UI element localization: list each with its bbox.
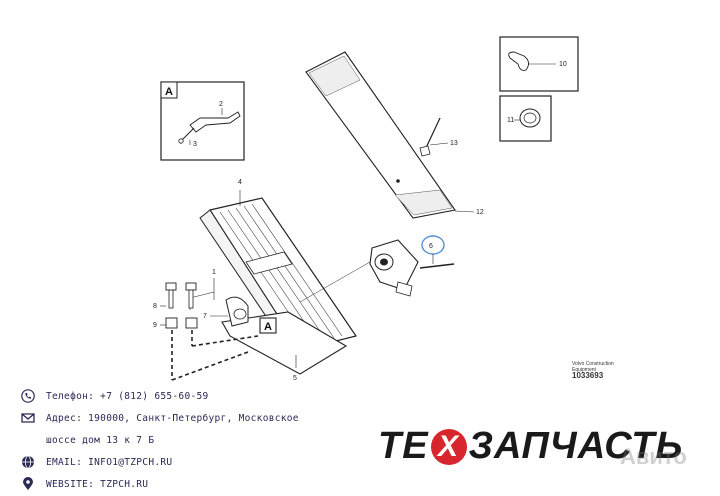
callout-10: 10 bbox=[559, 61, 567, 68]
mat-clip: 13 bbox=[419, 117, 458, 157]
detail-box-11: 11 bbox=[499, 95, 552, 142]
callout-7: 7 bbox=[203, 313, 207, 320]
callout-9: 9 bbox=[153, 322, 157, 329]
brand-logo-x: Х bbox=[430, 428, 467, 465]
callout-11: 11 bbox=[507, 117, 514, 124]
brand-logo: ТЕ Х ЗАПЧАСТЬ bbox=[378, 425, 683, 468]
detail-box-a-label: A bbox=[165, 86, 173, 98]
pedal-assembly: 4 5 7 1 bbox=[189, 179, 357, 382]
callout-4: 4 bbox=[238, 179, 242, 186]
envelope-icon bbox=[20, 410, 36, 426]
detail-marker-a-label: A bbox=[264, 321, 272, 333]
parts-diagram: A 2 3 10 11 12 13 bbox=[153, 36, 579, 382]
callout-13: 13 bbox=[450, 140, 458, 147]
reference-line-2: Equipment bbox=[572, 367, 596, 373]
callout-12: 12 bbox=[476, 209, 484, 216]
contact-email-row: EMAIL: INFO1@TZPCH.RU bbox=[20, 452, 320, 472]
contact-address-row: Адрес: 190000, Санкт-Петербург, Московск… bbox=[20, 408, 320, 428]
contact-phone-row: Телефон: +7 (812) 655-60-59 bbox=[20, 386, 320, 406]
contact-address-row-2: шоссе дом 13 к 7 Б bbox=[20, 430, 320, 450]
brand-logo-post: ЗАПЧАСТЬ bbox=[468, 425, 684, 467]
globe-icon bbox=[20, 454, 36, 470]
contact-website-row: WEBSITE: TZPCH.RU bbox=[20, 474, 320, 494]
contact-address-cont: шоссе дом 13 к 7 Б bbox=[46, 434, 155, 446]
contact-info: Телефон: +7 (812) 655-60-59 Адрес: 19000… bbox=[20, 386, 320, 496]
callout-6: 6 bbox=[429, 243, 433, 250]
contact-website[interactable]: WEBSITE: TZPCH.RU bbox=[46, 478, 149, 490]
callout-2: 2 bbox=[219, 101, 223, 108]
phone-icon bbox=[20, 388, 36, 404]
location-pin-icon bbox=[20, 476, 36, 492]
floor-mat: 12 bbox=[305, 51, 484, 219]
callout-5: 5 bbox=[293, 375, 297, 382]
callout-3: 3 bbox=[193, 141, 197, 148]
pedal-sensor: 6 bbox=[299, 235, 455, 303]
detail-box-10: 10 bbox=[499, 36, 579, 92]
contact-phone: Телефон: +7 (812) 655-60-59 bbox=[46, 390, 209, 402]
callout-1: 1 bbox=[212, 269, 216, 276]
reference-code: 1033693 bbox=[572, 371, 604, 380]
bolts-washers: 8 9 bbox=[153, 282, 259, 381]
reference-block: Volvo Construction Equipment 1033693 bbox=[572, 361, 614, 380]
brand-logo-pre: ТЕ bbox=[378, 425, 429, 467]
callout-8: 8 bbox=[153, 303, 157, 310]
contact-address: Адрес: 190000, Санкт-Петербург, Московск… bbox=[46, 412, 299, 424]
detail-box-a: A 2 3 bbox=[160, 81, 245, 161]
detail-marker-a: A bbox=[259, 317, 277, 334]
avito-watermark: Авито bbox=[620, 444, 687, 469]
contact-email[interactable]: EMAIL: INFO1@TZPCH.RU bbox=[46, 456, 173, 468]
reference-line-1: Volvo Construction bbox=[572, 361, 614, 367]
